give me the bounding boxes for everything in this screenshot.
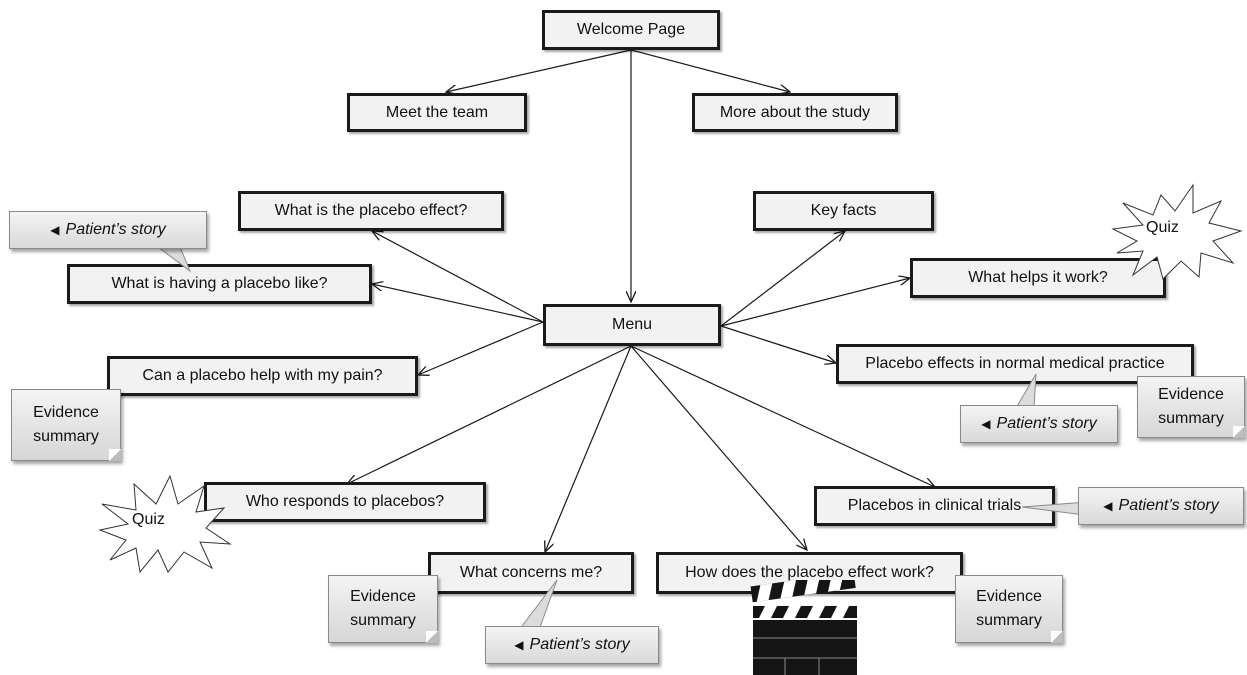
patient-story-callout: ◀ Patient’s story — [960, 405, 1118, 443]
evidence-summary-label: Evidence summary — [350, 588, 416, 629]
node-key-facts: Key facts — [753, 191, 934, 231]
arrow-welcome-to-team — [446, 49, 632, 92]
node-more-about-the-study: More about the study — [692, 93, 898, 132]
speaker-icon: ◀ — [50, 223, 60, 237]
speaker-icon: ◀ — [1103, 499, 1113, 513]
evidence-summary-label: Evidence summary — [976, 588, 1042, 629]
arrow-welcome-to-study — [630, 49, 790, 92]
node-what-concerns-me: What concerns me? — [428, 552, 634, 594]
quiz-label: Quiz — [1146, 219, 1179, 236]
node-having-placebo: What is having a placebo like? — [67, 264, 372, 304]
node-normal-practice: Placebo effects in normal medical practi… — [836, 344, 1194, 384]
patient-story-label: Patient’s story — [65, 221, 166, 238]
quiz-label: Quiz — [132, 511, 165, 528]
node-pain: Can a placebo help with my pain? — [107, 356, 418, 396]
speaker-icon: ◀ — [981, 417, 991, 431]
patient-story-callout: ◀ Patient’s story — [485, 626, 659, 664]
clapperboard-icon — [750, 580, 857, 675]
speaker-icon: ◀ — [514, 638, 524, 652]
evidence-summary-note: Evidence summary — [1137, 376, 1245, 438]
node-clinical-trials: Placebos in clinical trials — [814, 486, 1055, 526]
evidence-summary-note: Evidence summary — [328, 575, 438, 643]
patient-story-label: Patient’s story — [1118, 497, 1219, 514]
node-what-is-placebo-effect: What is the placebo effect? — [238, 191, 504, 231]
node-meet-the-team: Meet the team — [347, 93, 527, 132]
callout-tail — [517, 579, 558, 631]
patient-story-callout: ◀ Patient’s story — [9, 211, 207, 249]
evidence-summary-label: Evidence summary — [1158, 386, 1224, 427]
arrow-menu-to-clinical-trials — [630, 345, 935, 487]
arrow-menu-to-normal-practice — [720, 325, 836, 363]
arrow-menu-to-having-placebo — [372, 284, 544, 323]
arrow-menu-to-how-work — [630, 345, 807, 550]
node-menu: Menu — [543, 304, 721, 346]
arrow-menu-to-responds — [347, 345, 632, 484]
page-fold-icon — [109, 449, 121, 461]
evidence-summary-note: Evidence summary — [11, 389, 121, 461]
page-fold-icon — [1051, 631, 1063, 643]
quiz-burst-icon — [1111, 183, 1243, 280]
evidence-summary-label: Evidence summary — [33, 404, 99, 445]
evidence-summary-note: Evidence summary — [955, 575, 1063, 643]
node-helps-it-work: What helps it work? — [910, 258, 1166, 298]
arrow-menu-to-pain — [418, 321, 544, 375]
patient-story-callout: ◀ Patient’s story — [1078, 487, 1244, 525]
page-fold-icon — [426, 631, 438, 643]
arrow-menu-to-concerns — [545, 345, 632, 552]
arrow-menu-to-key-facts — [720, 231, 845, 327]
arrow-menu-to-helps-work — [720, 278, 910, 327]
arrow-menu-to-placebo-effect — [372, 231, 544, 323]
quiz-burst-icon — [98, 474, 232, 574]
patient-story-label: Patient’s story — [996, 415, 1097, 432]
node-welcome-page: Welcome Page — [542, 10, 720, 50]
callout-tail — [156, 246, 192, 273]
page-fold-icon — [1233, 426, 1245, 438]
patient-story-label: Patient’s story — [529, 636, 630, 653]
node-who-responds: Who responds to placebos? — [204, 482, 486, 522]
